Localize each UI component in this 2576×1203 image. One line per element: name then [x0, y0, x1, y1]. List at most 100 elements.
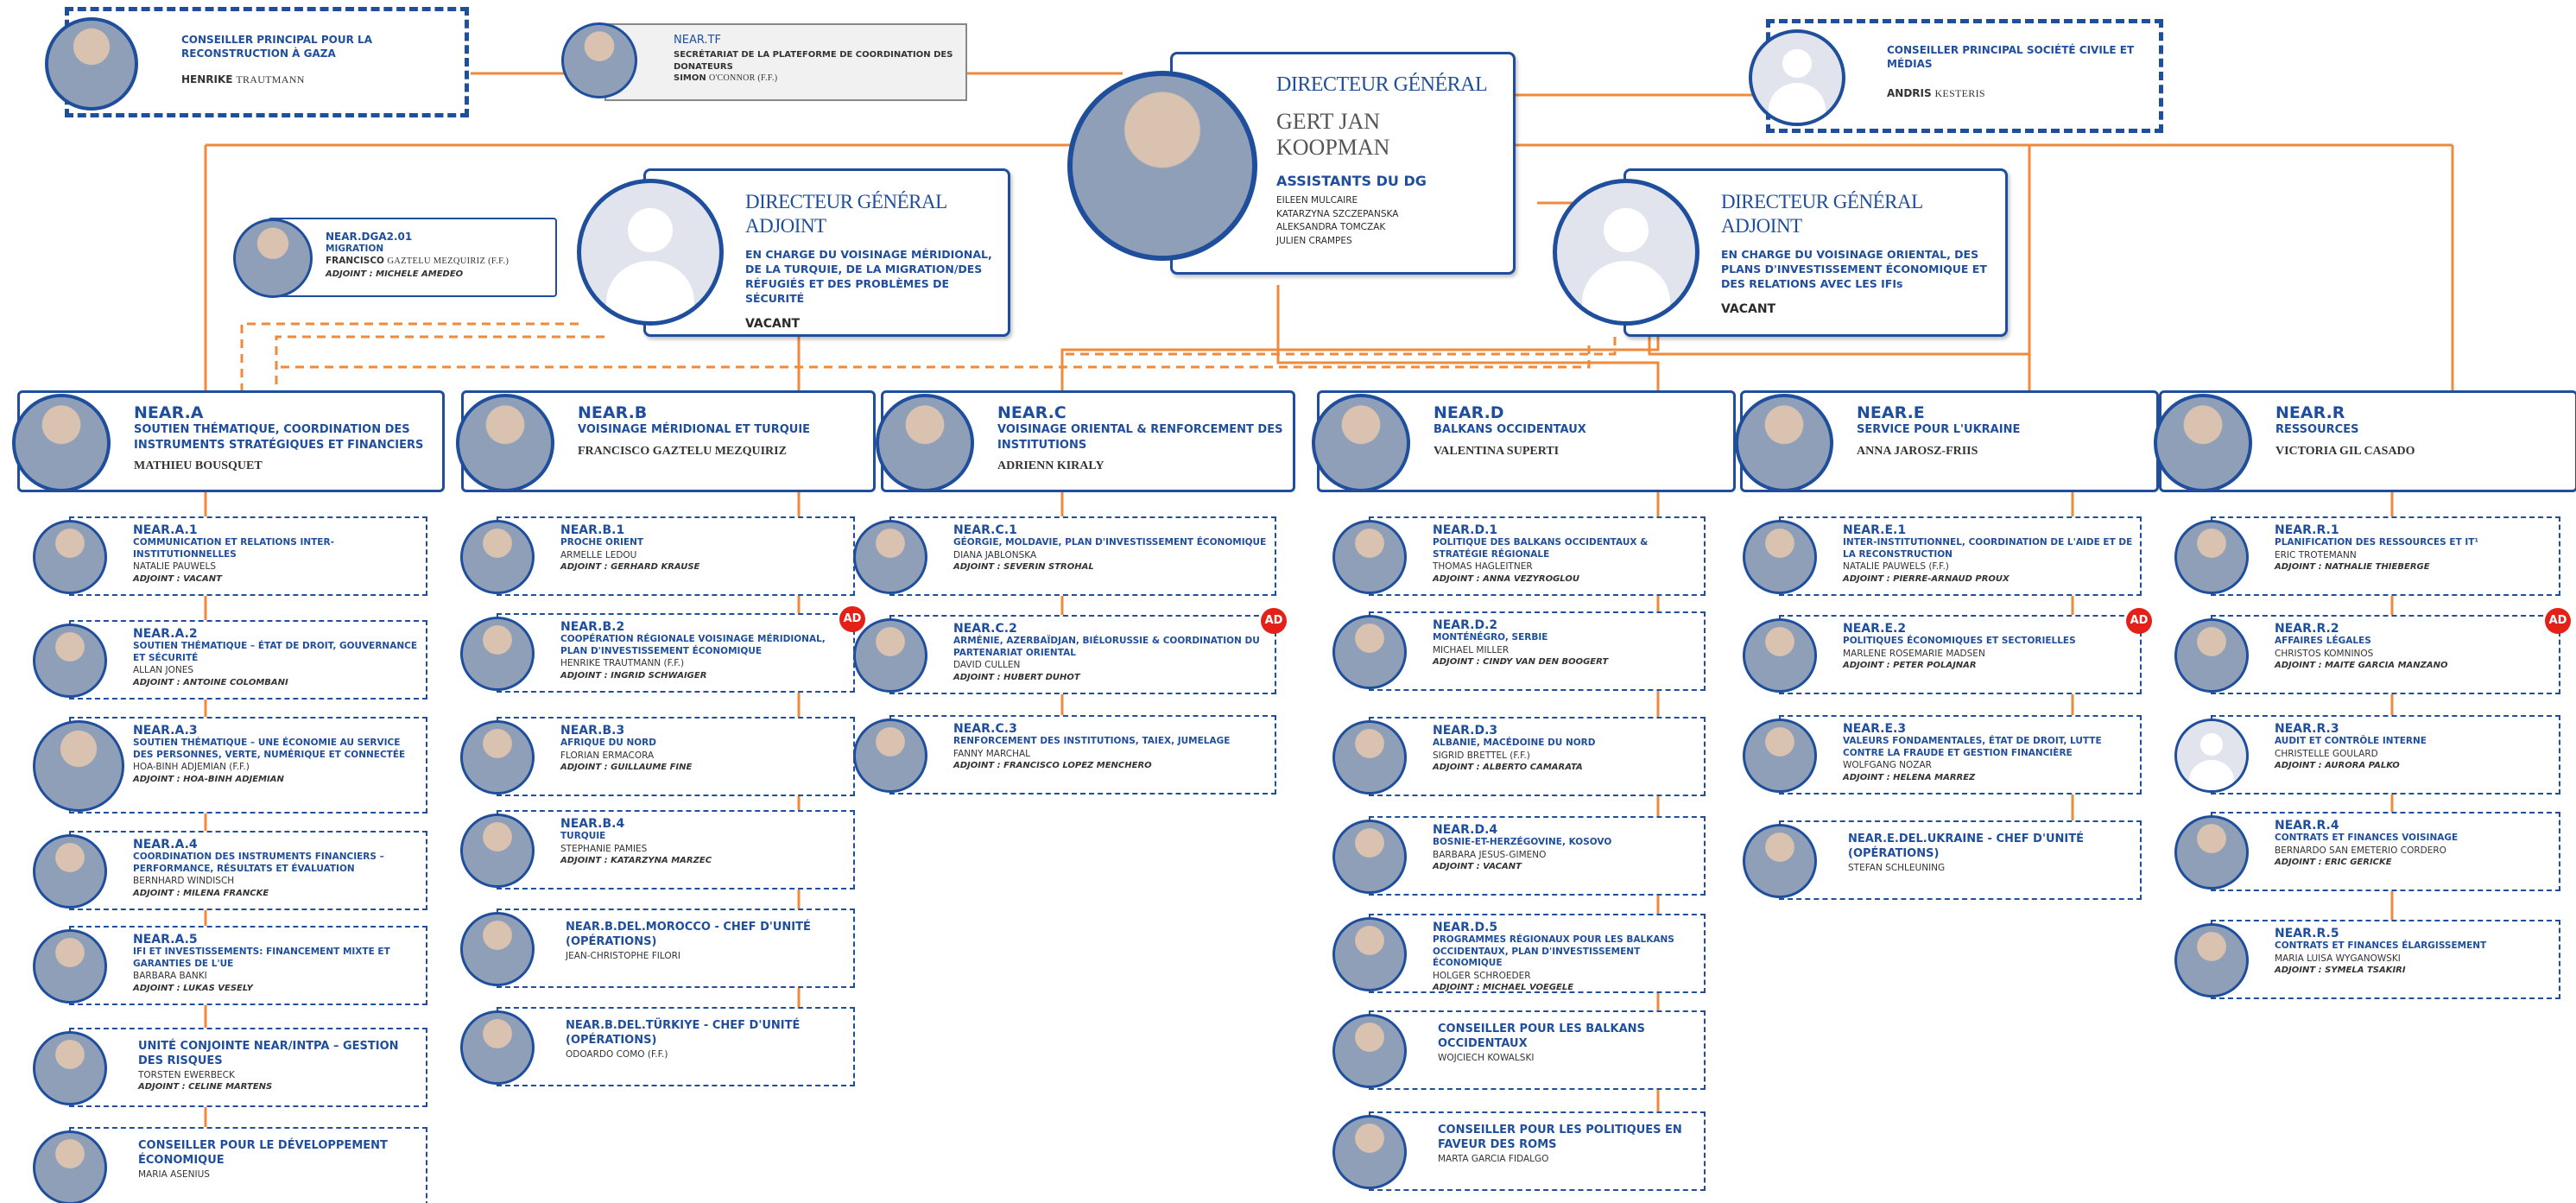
- unit-deputy: ADJOINT : ANNA VEZYROGLOU: [1433, 573, 1579, 584]
- unit-head: MARLENE ROSEMARIE MADSEN: [1843, 648, 1985, 659]
- unit-deputy: ADJOINT : HOA-BINH ADJEMIAN: [133, 774, 284, 784]
- directorate-avatar: [2154, 394, 2252, 492]
- unit-head: THOMAS HAGLEITNER: [1433, 561, 1533, 573]
- unit-head: TORSTEN EWERBECK: [138, 1069, 235, 1080]
- unit-desc: SOUTIEN THÉMATIQUE – UNE ÉCONOMIE AU SER…: [133, 738, 406, 760]
- gaza-title: CONSEILLER PRINCIPAL POUR LA RECONSTRUCT…: [181, 34, 372, 60]
- unit-desc: TURQUIE: [560, 831, 606, 842]
- gaza-avatar: [45, 17, 138, 111]
- unit-deputy: ADJOINT : SYMELA TSAKIRI: [2275, 965, 2406, 975]
- directorate-desc: VOISINAGE ORIENTAL & RENFORCEMENT DES IN…: [997, 423, 1283, 452]
- tf-desc: SECRÉTARIAT DE LA PLATEFORME DE COORDINA…: [674, 50, 953, 72]
- dg-assistants-title: ASSISTANTS DU DG: [1276, 172, 1427, 189]
- directorate-desc: SERVICE POUR L'UKRAINE: [1857, 423, 2021, 436]
- directorate-avatar: [12, 394, 111, 492]
- unit-avatar: [2174, 815, 2249, 890]
- unit-code: NEAR.B.3: [560, 724, 625, 738]
- unit-deputy: ADJOINT : KATARZYNA MARZEC: [560, 855, 712, 865]
- tf-box: NEAR.TF SECRÉTARIAT DE LA PLATEFORME DE …: [604, 23, 967, 101]
- unit-head: ERIC TROTEMANN: [2275, 549, 2357, 560]
- unit-avatar: [1332, 615, 1407, 689]
- unit-deputy: ADJOINT : GUILLAUME FINE: [560, 762, 693, 772]
- unit-code: NEAR.C.1: [953, 523, 1017, 537]
- unit-desc: COMMUNICATION ET RELATIONS INTER-INSTITU…: [133, 537, 334, 560]
- unit-desc: COOPÉRATION RÉGIONALE VOISINAGE MÉRIDION…: [560, 634, 826, 656]
- directorate-avatar: [876, 394, 974, 492]
- dgd-east-desc: EN CHARGE DU VOISINAGE ORIENTAL, DES PLA…: [1721, 248, 1987, 290]
- unit-avatar: [33, 1130, 107, 1203]
- unit-avatar: [33, 834, 107, 909]
- unit-head: NATALIE PAUWELS (F.F.): [1843, 561, 1949, 573]
- unit-deputy: ADJOINT : HUBERT DUHOT: [953, 672, 1080, 682]
- unit-head: FANNY MARCHAL: [953, 748, 1030, 759]
- unit-head: DIANA JABLONSKA: [953, 549, 1037, 560]
- unit-avatar: [1743, 520, 1817, 594]
- directorate-desc: SOUTIEN THÉMATIQUE, COORDINATION DES INS…: [134, 423, 424, 452]
- unit-deputy: ADJOINT : INGRID SCHWAIGER: [560, 670, 707, 681]
- dgd-south-avatar: [577, 179, 724, 326]
- unit-head: SIGRID BRETTEL (F.F.): [1433, 750, 1530, 761]
- unit-avatar: [460, 814, 535, 888]
- unit-desc: AFFAIRES LÉGALES: [2275, 636, 2371, 647]
- unit-box: NEAR.B.DEL.MOROCCO - CHEF D'UNITÉ (OPÉRA…: [497, 909, 855, 988]
- unit-code: NEAR.B.2: [560, 620, 625, 634]
- unit-code: NEAR.R.4: [2275, 819, 2339, 833]
- unit-desc: SOUTIEN THÉMATIQUE – ÉTAT DE DROIT, GOUV…: [133, 641, 418, 663]
- civil-avatar: [1749, 29, 1845, 126]
- unit-desc: AFRIQUE DU NORD: [560, 738, 656, 749]
- unit-deputy: ADJOINT : SEVERIN STROHAL: [953, 561, 1094, 572]
- unit-avatar: [33, 720, 124, 812]
- directorate-code: NEAR.A: [134, 403, 204, 422]
- unit-desc: ALBANIE, MACÉDOINE DU NORD: [1433, 738, 1596, 749]
- unit-avatar: [853, 520, 927, 594]
- unit-desc: POLITIQUES ÉCONOMIQUES ET SECTORIELLES: [1843, 636, 2076, 647]
- unit-deputy: ADJOINT : GERHARD KRAUSE: [560, 561, 700, 572]
- unit-head: STEPHANIE PAMIES: [560, 843, 648, 854]
- unit-desc: RENFORCEMENT DES INSTITUTIONS, TAIEX, JU…: [953, 736, 1231, 747]
- unit-deputy: ADJOINT : ERIC GERICKE: [2275, 857, 2392, 867]
- unit-box: UNITÉ CONJOINTE NEAR/INTPA – GESTION DES…: [69, 1028, 427, 1107]
- directorate-code: NEAR.R: [2275, 403, 2345, 422]
- unit-desc: PLANIFICATION DES RESSOURCES ET IT¹: [2275, 537, 2479, 548]
- dga-code: NEAR.DGA2.01: [326, 231, 413, 243]
- unit-code: NEAR.A.5: [133, 933, 198, 947]
- unit-head: ARMELLE LEDOU: [560, 549, 637, 560]
- directorate-head: FRANCISCO GAZTELU MEZQUIRIZ: [578, 444, 787, 458]
- unit-desc: BOSNIE-ET-HERZÉGOVINE, KOSOVO: [1433, 837, 1612, 848]
- dga-deputy: ADJOINT : MICHELE AMEDEO: [326, 269, 464, 279]
- directorate-head: ADRIENN KIRALY: [997, 459, 1104, 473]
- unit-code: NEAR.D.3: [1433, 724, 1498, 738]
- unit-deputy: ADJOINT : LUKAS VESELY: [133, 983, 253, 993]
- unit-head: HOA-BINH ADJEMIAN (F.F.): [133, 762, 250, 773]
- directorate-avatar: [1735, 394, 1833, 492]
- directorate-desc: RESSOURCES: [2275, 423, 2359, 436]
- unit-deputy: ADJOINT : PIERRE-ARNAUD PROUX: [1843, 573, 2010, 584]
- unit-avatar: [460, 912, 535, 986]
- unit-head: BERNHARD WINDISCH: [133, 876, 235, 887]
- directorate-head: ANNA JAROSZ-FRIIS: [1857, 444, 1978, 458]
- dgd-east-box: DIRECTEUR GÉNÉRAL ADJOINT EN CHARGE DU V…: [1623, 168, 2008, 337]
- unit-title: CONSEILLER POUR LES BALKANS OCCIDENTAUX: [1438, 1023, 1645, 1050]
- directorate-desc: VOISINAGE MÉRIDIONAL ET TURQUIE: [578, 423, 811, 436]
- unit-title: CONSEILLER POUR LES POLITIQUES EN FAVEUR…: [1438, 1124, 1682, 1151]
- unit-code: NEAR.E.3: [1843, 722, 1907, 736]
- unit-code: NEAR.D.1: [1433, 523, 1498, 537]
- unit-head: WOJCIECH KOWALSKI: [1438, 1052, 1535, 1063]
- ad-badge: AD: [1261, 608, 1287, 634]
- unit-head: FLORIAN ERMACORA: [560, 750, 655, 761]
- unit-head: CHRISTOS KOMNINOS: [2275, 648, 2374, 659]
- unit-head: DAVID CULLEN: [953, 660, 1021, 671]
- unit-code: NEAR.A.4: [133, 838, 198, 852]
- unit-code: NEAR.A.3: [133, 724, 198, 738]
- dga-avatar: [233, 218, 313, 298]
- unit-title: NEAR.B.DEL.MOROCCO - CHEF D'UNITÉ (OPÉRA…: [566, 921, 811, 948]
- unit-avatar: [853, 719, 927, 793]
